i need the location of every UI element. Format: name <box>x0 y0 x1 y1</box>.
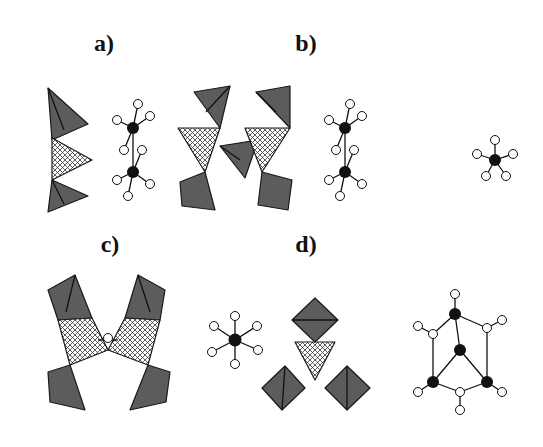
panel-label: c) <box>101 232 120 256</box>
panel-label: d) <box>295 232 316 256</box>
polyhedra-c <box>48 275 170 410</box>
molecule-d <box>414 290 507 415</box>
molecule-c <box>208 312 263 369</box>
molecule-a <box>113 100 155 201</box>
molecule-b <box>325 100 518 201</box>
polyhedra-a <box>48 88 92 212</box>
polyhedra-d <box>262 298 370 410</box>
polyhedra-b <box>178 86 292 210</box>
panel-label: b) <box>295 31 316 55</box>
panel-label: a) <box>94 31 114 55</box>
